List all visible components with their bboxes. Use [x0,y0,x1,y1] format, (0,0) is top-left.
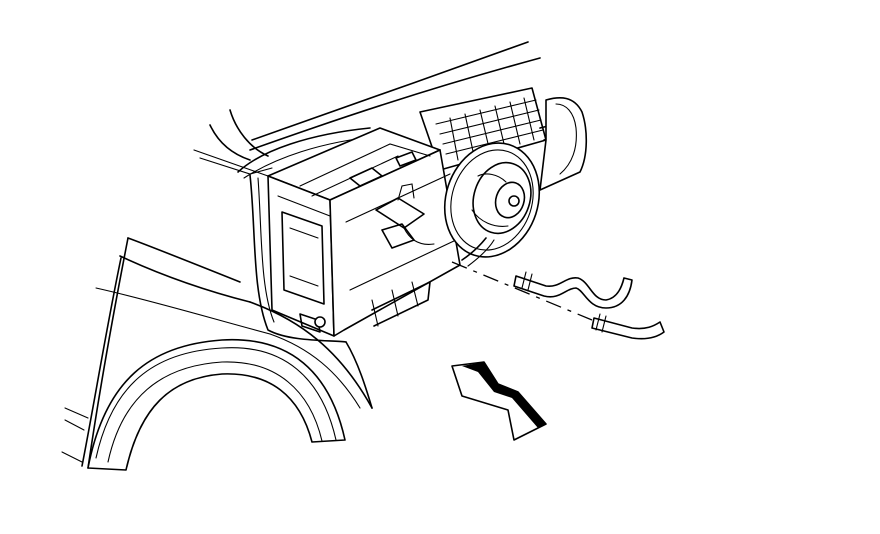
vehicle-front-arrow [451,361,547,441]
hose-centerline [451,261,593,321]
heater-hose-upper [513,271,633,309]
blower-motor [443,142,541,267]
cowl-panel [193,41,541,409]
heater-hose-lower [591,313,665,340]
wheel-arch [87,301,373,471]
housing-grille [435,97,544,161]
hvac-module-housing [267,87,588,337]
fender-panel [61,237,271,469]
